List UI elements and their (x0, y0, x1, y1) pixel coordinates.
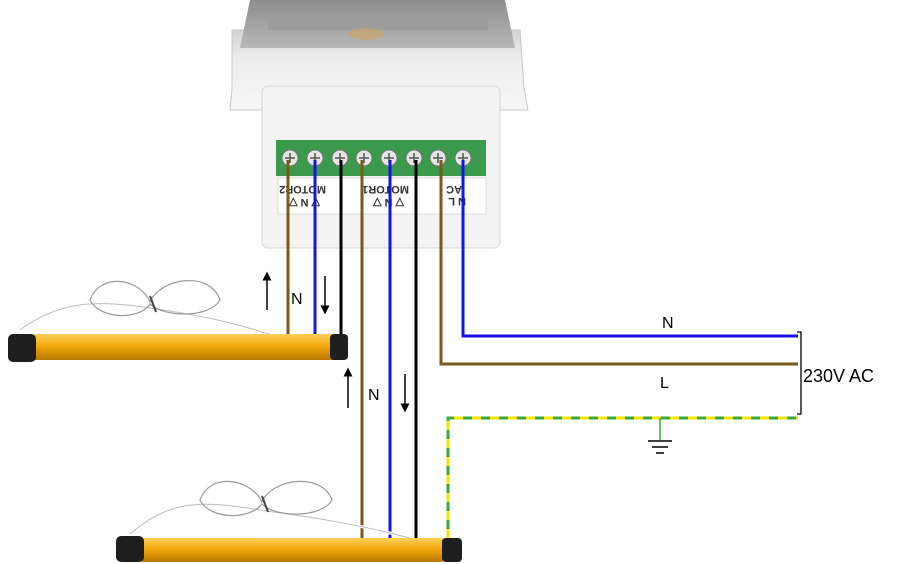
supply-voltage-label: 230V AC (803, 366, 874, 386)
motor2-label: MOTOR2 (279, 183, 326, 195)
motor-1-tube (136, 538, 448, 562)
earth-wire-green (446, 416, 798, 538)
motor-2-end-cap (8, 334, 36, 362)
earth-wire-yellow (446, 416, 798, 538)
supply-neutral-label: N (662, 315, 674, 332)
motor-2-tube (28, 334, 342, 360)
ground-symbol-icon (648, 440, 672, 454)
wires (286, 160, 798, 538)
supply-live-wire (439, 160, 798, 366)
supply-bracket (797, 331, 802, 415)
motor-2 (8, 279, 348, 362)
supply-live-label: L (660, 375, 669, 392)
motor1-neutral-label: N (368, 387, 380, 404)
ac-label: AC (446, 183, 462, 195)
motor-1-end-cap (116, 536, 144, 562)
supply-neutral-wire (461, 160, 798, 338)
motor2-terminals-label: ▽ N ▽ (288, 196, 321, 208)
motor-1 (116, 480, 462, 562)
controller-unit: AC N L MOTOR1 ▽ N ▽ MOTOR2 ▽ N ▽ (229, 0, 529, 249)
motor1-label: MOTOR1 (362, 183, 409, 195)
motor2-neutral-label: N (291, 291, 303, 308)
